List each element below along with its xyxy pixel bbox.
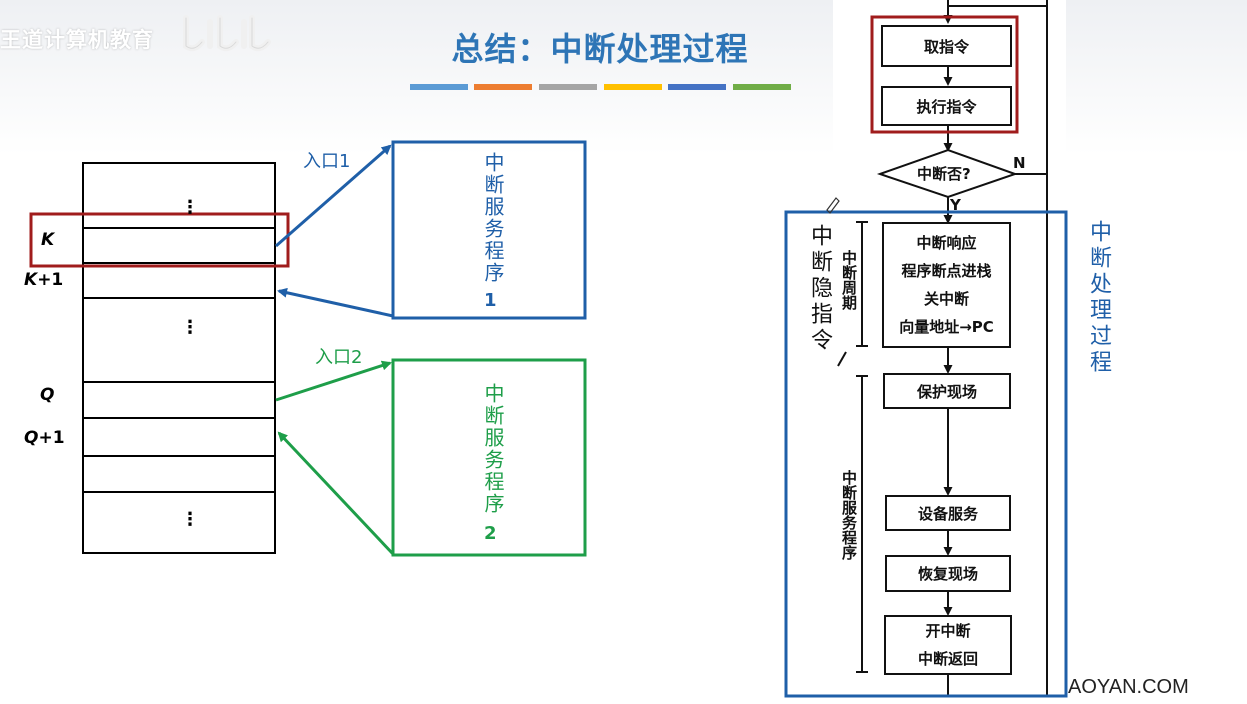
decision-yes-label: Y [950, 196, 961, 214]
flowchart-lines [784, 0, 1068, 698]
title-bar-4 [604, 84, 662, 90]
interrupt-cycle-box: 中断响应 程序断点进栈 关中断 向量地址→PC [882, 222, 1011, 348]
label-q-plus-1: Q+1 [24, 428, 65, 448]
restore-context-box: 恢复现场 [885, 555, 1011, 592]
cycle-step-2: 程序断点进栈 [901, 262, 992, 280]
isr-side-label: 中断服务程序 [840, 470, 858, 560]
interrupt-decision-label: 中断否? [917, 165, 971, 183]
memory-block [82, 162, 276, 554]
isr-2-number: 2 [484, 523, 497, 544]
title-bar-5 [668, 84, 726, 90]
interrupt-cycle-side-label: 中断周期 [840, 250, 858, 310]
interrupt-process-label: 中断处理过程 [1086, 220, 1111, 376]
title-bar-6 [733, 84, 791, 90]
watermark-brand: 王道计算机教育 [0, 28, 154, 52]
isr-1-number: 1 [484, 290, 497, 311]
cycle-step-4: 向量地址→PC [899, 318, 994, 336]
page-title: 总结：中断处理过程 [451, 30, 749, 68]
label-q: Q [40, 385, 55, 405]
entry-2-arrow [275, 360, 392, 402]
memory-diagram [29, 140, 587, 557]
title-bar-1 [410, 84, 468, 90]
cycle-step-1: 中断响应 [916, 234, 977, 252]
isr-box-1 [391, 140, 587, 320]
pen-icon [826, 197, 840, 214]
entry-1-arrow [275, 144, 392, 248]
memory-table [82, 162, 276, 554]
decision-no-label: N [1013, 154, 1026, 172]
cycle-step-3: 关中断 [923, 290, 969, 308]
return-2-arrow [277, 431, 395, 556]
execute-instruction-box: 执行指令 [881, 86, 1012, 126]
memory-ellipsis-1: ⋮ [181, 197, 199, 218]
interrupt-process-highlight [784, 210, 1068, 698]
k-row-highlight [29, 212, 290, 268]
return-1-arrow [277, 287, 394, 318]
return-step-1: 开中断 [925, 622, 971, 640]
hidden-instruction-label: 中断隐指令 [807, 224, 832, 354]
interrupt-return-box: 开中断 中断返回 [884, 615, 1012, 675]
entry-2-label: 入口2 [315, 347, 363, 368]
return-step-2: 中断返回 [917, 650, 978, 668]
bilibili-logo-icon [183, 15, 271, 52]
label-k-plus-1: K+1 [24, 270, 64, 290]
fetch-execute-highlight [870, 15, 1019, 134]
memory-ellipsis-2: ⋮ [181, 317, 199, 338]
title-bar-3 [539, 84, 597, 90]
isr-box-2 [391, 358, 587, 557]
device-service-box: 设备服务 [885, 495, 1011, 531]
memory-ellipsis-3: ⋮ [181, 509, 199, 530]
label-k: K [41, 230, 55, 250]
isr-1-text: 中断服务程序 [481, 152, 505, 284]
site-watermark: AOYAN.COM [1068, 676, 1189, 698]
fetch-instruction-box: 取指令 [881, 25, 1012, 67]
isr-2-text: 中断服务程序 [481, 383, 505, 515]
title-bar-2 [474, 84, 532, 90]
save-context-box: 保护现场 [883, 373, 1011, 409]
entry-1-label: 入口1 [303, 151, 351, 172]
